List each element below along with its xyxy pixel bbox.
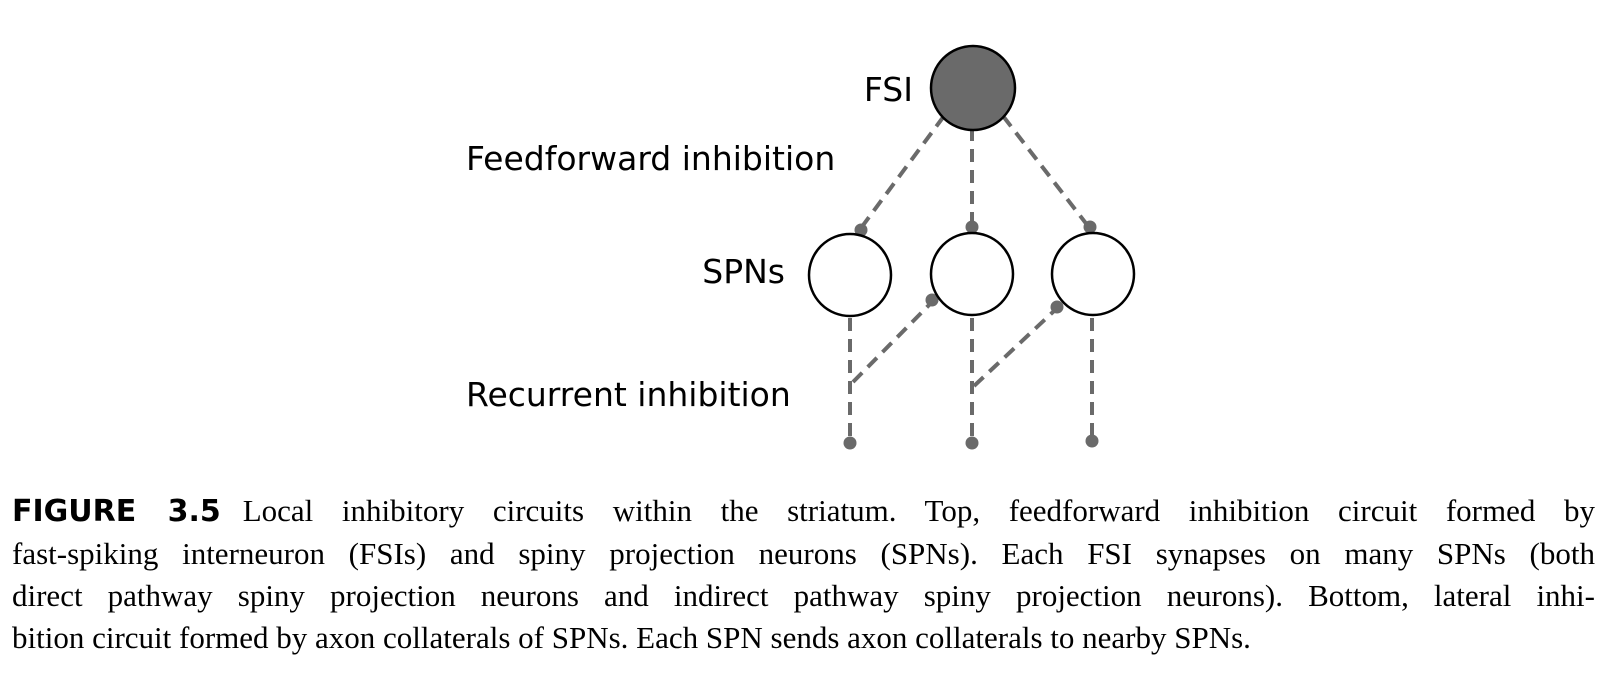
fsi-label: FSI — [864, 70, 913, 109]
axon-terminal-right — [1085, 434, 1099, 448]
spn-neuron-right — [1050, 231, 1136, 317]
circuit-diagram: FSI Feedforward inhibition SPNs Recurren… — [466, 44, 1136, 450]
spn-neuron-middle — [929, 231, 1015, 317]
collateral-middle-to-right — [972, 309, 1056, 388]
recurrent-label: Recurrent inhibition — [466, 375, 791, 414]
ff-synapse-right — [1083, 220, 1097, 234]
axon-terminal-middle — [965, 436, 979, 450]
ff-connection-left — [859, 114, 946, 230]
ff-synapse-left — [854, 223, 868, 237]
axon-terminal-left — [843, 436, 857, 450]
caption-line-4: bition circuit formed by axon collateral… — [12, 620, 1251, 655]
caption-text-1: Local inhibitory circuits within the str… — [242, 493, 1595, 528]
spn-neuron-left — [807, 232, 893, 318]
collateral-synapse-right — [1050, 300, 1064, 314]
feedforward-connections — [859, 114, 1090, 230]
ff-synapse-middle — [965, 220, 979, 234]
recurrent-synapses — [843, 293, 1099, 450]
recurrent-connections — [848, 301, 1094, 440]
figure-label: FIGURE 3.5 — [12, 494, 221, 529]
caption-line-3: direct pathway spiny projection neurons … — [12, 578, 1595, 613]
collateral-left-to-middle — [851, 301, 933, 384]
feedforward-synapses — [854, 220, 1097, 237]
feedforward-label: Feedforward inhibition — [466, 139, 835, 178]
collateral-synapse-middle — [925, 293, 939, 307]
spns-label: SPNs — [702, 252, 785, 291]
caption-line-1: FIGURE 3.5 Local inhibitory circuits with… — [12, 490, 1595, 533]
fsi-neuron — [929, 44, 1017, 132]
figure-caption: FIGURE 3.5 Local inhibitory circuits with… — [12, 490, 1595, 659]
ff-connection-right — [1001, 114, 1090, 228]
caption-line-2: fast-spiking interneuron (FSIs) and spin… — [12, 536, 1595, 571]
